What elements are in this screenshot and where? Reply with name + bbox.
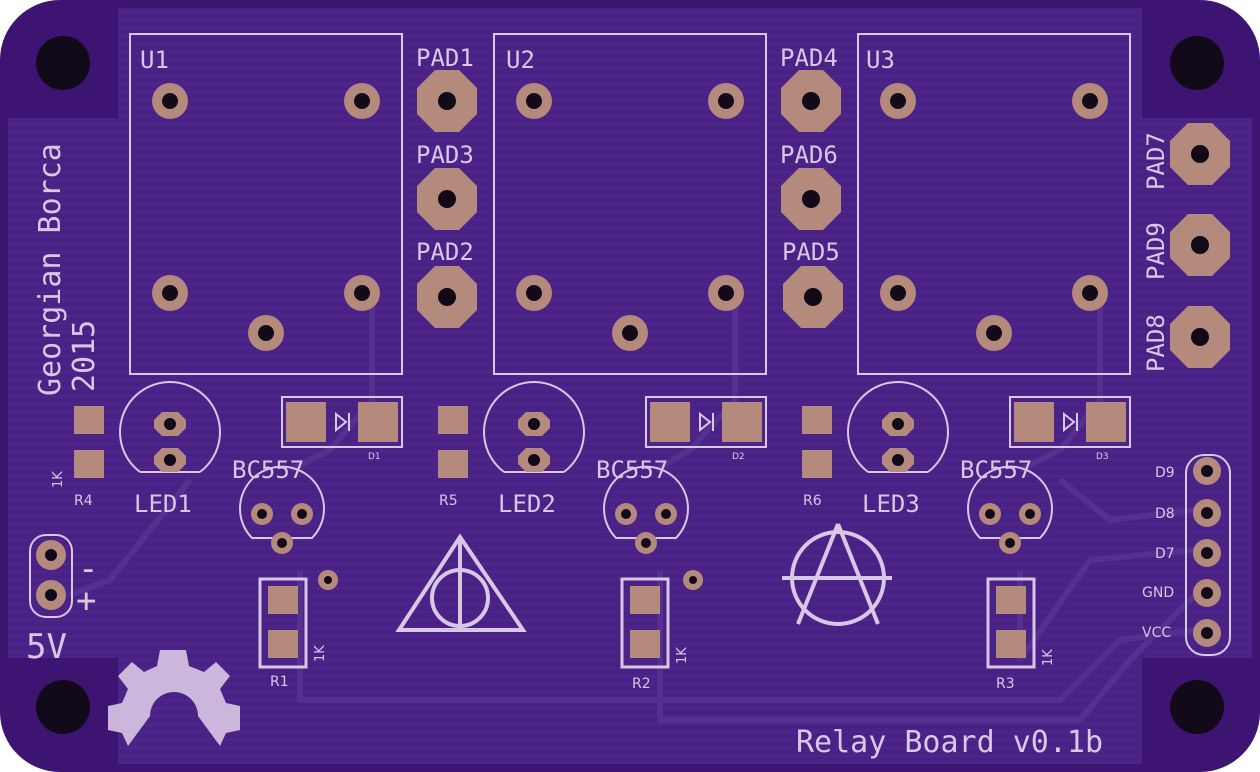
svg-text:LED3: LED3 <box>862 490 920 518</box>
svg-text:PAD1: PAD1 <box>416 44 474 72</box>
svg-text:D2: D2 <box>732 452 745 462</box>
svg-text:PAD2: PAD2 <box>416 238 474 266</box>
svg-text:D1: D1 <box>368 452 381 462</box>
svg-text:Georgian Borca: Georgian Borca <box>33 143 68 396</box>
svg-text:2015: 2015 <box>67 320 102 392</box>
svg-text:-: - <box>78 549 98 589</box>
svg-text:1K: 1K <box>313 645 328 662</box>
author-credit: Georgian Borca 2015 <box>33 143 102 396</box>
svg-text:BC557: BC557 <box>232 456 304 484</box>
svg-text:LED1: LED1 <box>134 490 192 518</box>
relay-u2: U2 <box>493 33 767 375</box>
svg-text:PAD7: PAD7 <box>1142 132 1170 190</box>
deathly-hallows-logo <box>395 533 527 632</box>
svg-text:U1: U1 <box>140 46 169 74</box>
svg-text:D9: D9 <box>1155 465 1175 481</box>
svg-text:BC557: BC557 <box>960 456 1032 484</box>
pad-group-1: PAD1 PAD3 PAD2 <box>416 44 477 328</box>
transistors: BC557 BC557 BC557 <box>232 456 1053 554</box>
svg-text:R6: R6 <box>803 493 822 509</box>
power-label: 5V <box>26 627 67 667</box>
svg-text:PAD5: PAD5 <box>782 238 840 266</box>
relay-pins <box>152 83 1108 351</box>
anarchy-logo <box>782 523 892 626</box>
svg-text:GND: GND <box>1142 585 1174 601</box>
svg-text:U2: U2 <box>506 46 535 74</box>
svg-text:LED2: LED2 <box>498 490 556 518</box>
pad-group-2: PAD4 PAD6 PAD5 <box>780 44 843 328</box>
open-hardware-gear-icon <box>108 650 240 746</box>
leds: LED1 LED2 LED3 <box>119 381 949 518</box>
relay-u1: U1 <box>129 33 403 375</box>
diodes: D1 D2 D3 <box>281 396 1131 462</box>
svg-text:PAD9: PAD9 <box>1142 222 1170 280</box>
relay-u3: U3 <box>857 33 1131 375</box>
svg-text:PAD6: PAD6 <box>780 141 838 169</box>
traces <box>68 300 1198 723</box>
svg-text:PAD4: PAD4 <box>780 44 838 72</box>
pad-group-3: PAD7 PAD9 PAD8 <box>1142 123 1230 372</box>
base-resistors: R1 1K R2 1K R3 1K <box>258 577 1056 692</box>
svg-text:R4: R4 <box>74 493 93 509</box>
svg-text:U3: U3 <box>866 46 895 74</box>
board-title: Relay Board v0.1b <box>796 725 1103 760</box>
led-resistors: R4 1K R5 R6 <box>51 406 832 509</box>
svg-text:PAD8: PAD8 <box>1142 314 1170 372</box>
svg-text:R2: R2 <box>632 676 651 692</box>
svg-text:D7: D7 <box>1155 546 1175 562</box>
svg-text:BC557: BC557 <box>596 456 668 484</box>
svg-text:+: + <box>76 581 96 621</box>
svg-text:PAD3: PAD3 <box>416 141 474 169</box>
svg-text:R1: R1 <box>270 674 289 690</box>
svg-text:1K: 1K <box>675 647 690 664</box>
mounting-holes <box>36 36 1224 734</box>
svg-text:1K: 1K <box>51 471 66 488</box>
svg-text:VCC: VCC <box>1142 625 1171 641</box>
svg-text:D3: D3 <box>1096 452 1109 462</box>
power-connector: - + 5V <box>26 534 98 667</box>
vias <box>318 570 703 590</box>
svg-text:D8: D8 <box>1155 506 1175 522</box>
svg-text:R5: R5 <box>439 493 458 509</box>
svg-text:1K: 1K <box>1041 649 1056 666</box>
header-connector: D9 D8 D7 GND VCC <box>1142 454 1231 656</box>
svg-text:R3: R3 <box>996 676 1015 692</box>
